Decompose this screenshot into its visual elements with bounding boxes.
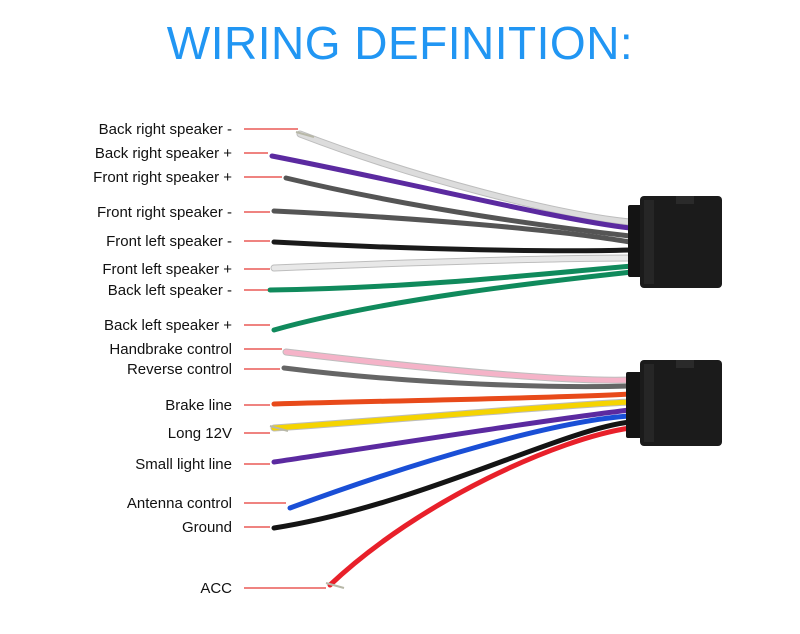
wire-acc <box>327 425 633 588</box>
wire-handbrake-control <box>283 349 633 383</box>
wire-front-left-speaker <box>271 239 633 254</box>
label-back-right-speaker: Back right speaker - <box>99 121 232 138</box>
upper-connector <box>628 196 722 288</box>
wire-antenna-control <box>287 413 633 511</box>
wire-outline-back-right-speaker <box>296 130 634 226</box>
label-antenna-control: Antenna control <box>127 495 232 512</box>
wire-brake-line <box>271 391 633 407</box>
bare-tip-long-12v <box>269 425 289 432</box>
wire-front-right-speaker <box>283 175 633 239</box>
labels-layer: Back right speaker - Back right speaker +… <box>93 121 326 597</box>
label-front-right-speaker: Front right speaker + <box>93 169 232 186</box>
label-front-left-speaker: Front left speaker + <box>102 261 232 278</box>
wire-back-right-speaker <box>297 131 633 225</box>
label-brake-line: Brake line <box>165 397 232 414</box>
label-ground: Ground <box>182 519 232 536</box>
wire-long-12v <box>271 399 633 431</box>
label-long-12v: Long 12V <box>168 425 232 442</box>
label-front-right-speaker: Front right speaker - <box>97 204 232 221</box>
lower-connector <box>626 360 722 446</box>
label-back-left-speaker: Back left speaker + <box>104 317 232 334</box>
label-back-left-speaker: Back left speaker - <box>108 282 232 299</box>
bare-tip-acc <box>325 582 345 589</box>
diagram-title: WIRING DEFINITION: <box>166 17 634 69</box>
bare-tip-back-right-speaker <box>295 131 315 138</box>
label-handbrake-control: Handbrake control <box>109 341 232 358</box>
wire-back-right-speaker <box>269 153 633 231</box>
label-back-right-speaker: Back right speaker + <box>95 145 232 162</box>
wires-layer <box>267 130 636 589</box>
wire-back-left-speaker <box>267 263 635 293</box>
wire-ground <box>271 419 633 531</box>
wire-back-left-speaker <box>271 269 635 333</box>
wire-front-left-speaker <box>271 255 635 271</box>
label-reverse-control: Reverse control <box>127 361 232 378</box>
connectors-layer <box>626 196 722 446</box>
wire-front-right-speaker <box>271 208 633 245</box>
wire-small-light-line <box>271 407 633 465</box>
label-front-left-speaker: Front left speaker - <box>106 233 232 250</box>
label-small-light-line: Small light line <box>135 456 232 473</box>
wire-reverse-control <box>281 365 633 390</box>
label-acc: ACC <box>200 580 232 597</box>
